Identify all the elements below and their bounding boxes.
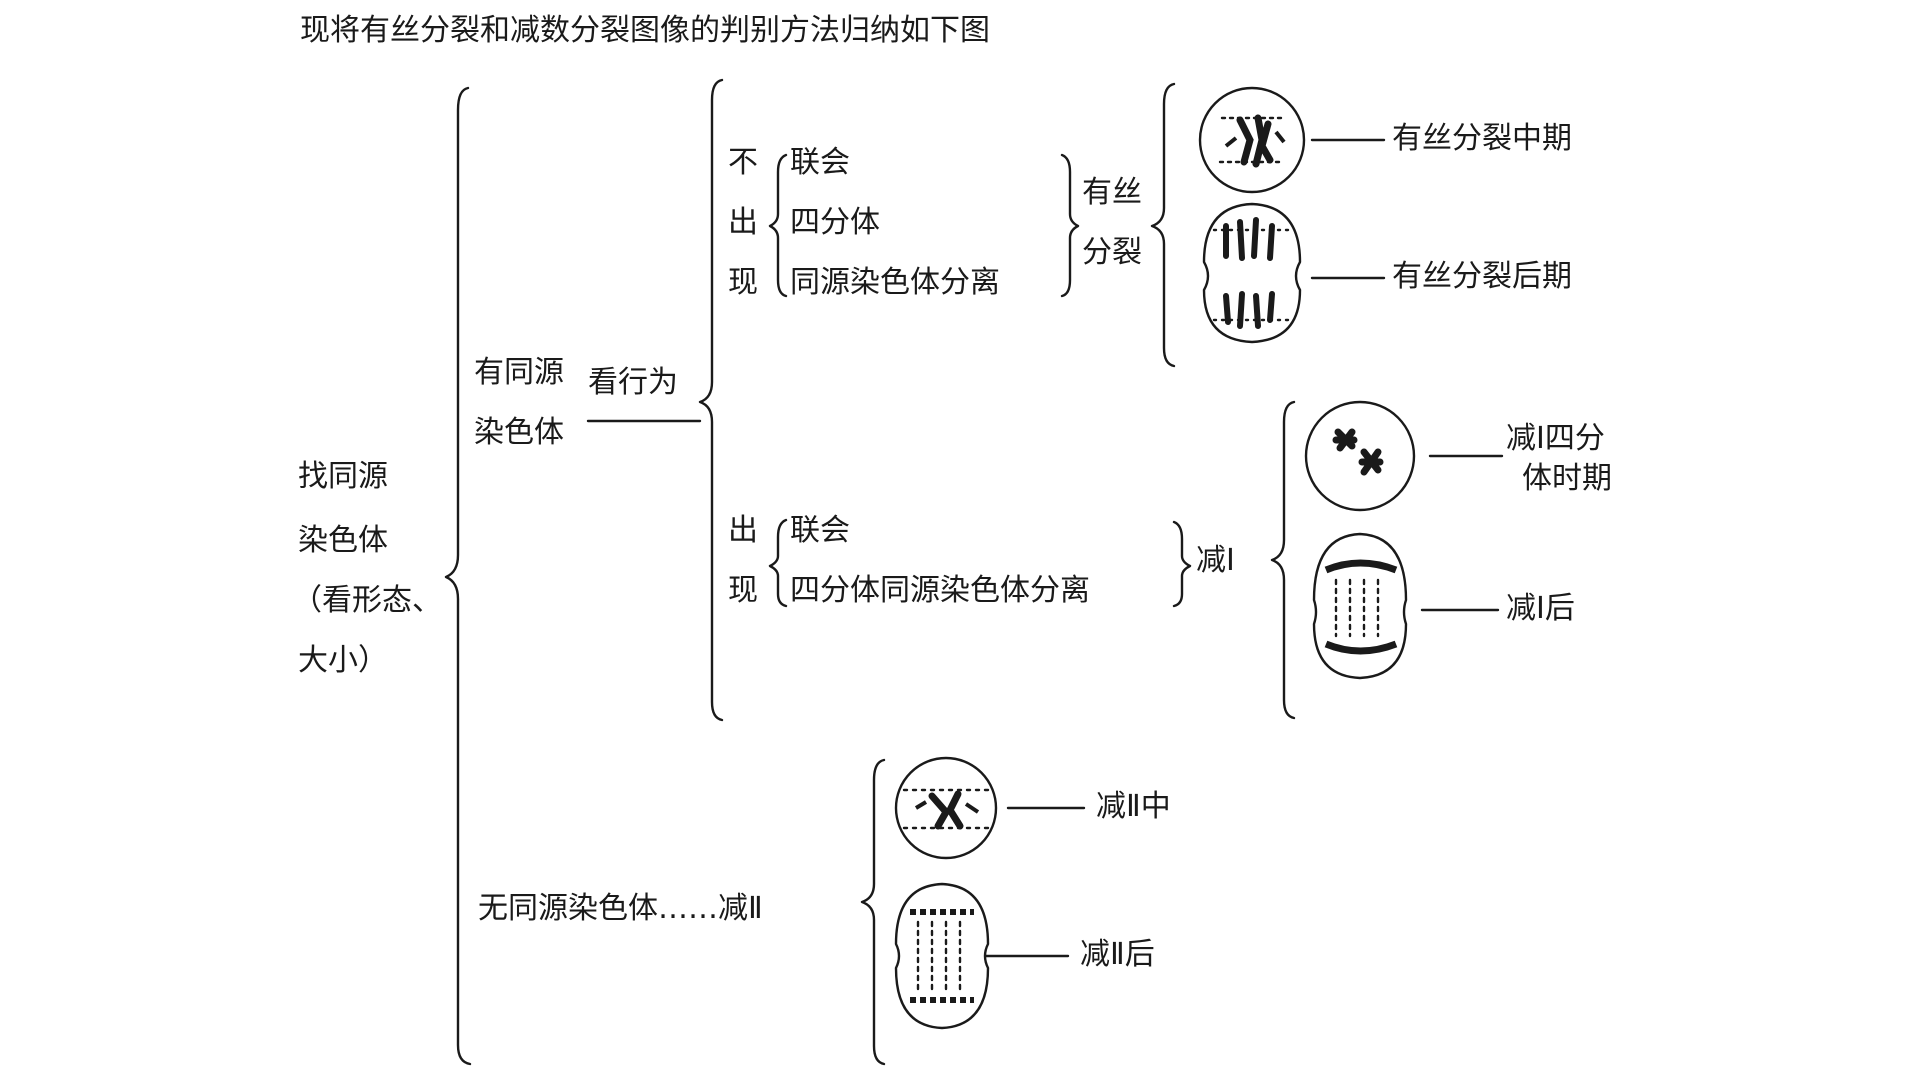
- mitosis-right-brace: [1060, 153, 1080, 298]
- has-homolog-line1: 有同源: [474, 355, 564, 390]
- meiosis2-cells-brace: [860, 758, 886, 1066]
- appear-item-tetrad-separation: 四分体同源染色体分离: [790, 573, 1090, 608]
- homolog-brace: [698, 78, 724, 722]
- has-homolog-line2: 染色体: [474, 415, 564, 450]
- label-mitosis-metaphase: 有丝分裂中期: [1392, 121, 1572, 156]
- root-label-line2: 染色体: [298, 523, 388, 558]
- meiosis1-right-brace: [1172, 520, 1192, 608]
- cell-meiosis2-anaphase: [894, 882, 990, 1030]
- label-meiosis1-tetrad-line2: 体时期: [1522, 461, 1612, 496]
- label-meiosis2-anaphase: 减Ⅱ后: [1080, 937, 1155, 972]
- no-homolog-label: 无同源染色体……减Ⅱ: [478, 891, 763, 926]
- root-brace: [444, 86, 472, 1066]
- cell-mitosis-metaphase: [1198, 86, 1306, 194]
- page-title: 现将有丝分裂和减数分裂图像的判别方法归纳如下图: [300, 13, 990, 48]
- meiosis1-result: 减Ⅰ: [1196, 543, 1235, 578]
- label-mitosis-anaphase: 有丝分裂后期: [1392, 259, 1572, 294]
- cell-mitosis-anaphase: [1202, 202, 1302, 344]
- not-appear-char-1: 不: [728, 145, 758, 180]
- appear-brace: [768, 518, 788, 608]
- label-meiosis1-tetrad-line1: 减Ⅰ四分: [1506, 421, 1605, 456]
- mitosis-result-line2: 分裂: [1082, 235, 1142, 270]
- appear-char-1: 出: [728, 513, 758, 548]
- label-meiosis1-anaphase: 减Ⅰ后: [1506, 591, 1575, 626]
- appear-char-2: 现: [728, 573, 758, 608]
- not-appear-char-2: 出: [728, 205, 758, 240]
- root-label-line4: 大小）: [298, 643, 388, 678]
- appear-item-synapsis: 联会: [790, 513, 850, 548]
- look-behavior-label: 看行为: [588, 365, 678, 400]
- root-label-line3: （看形态、: [292, 583, 442, 618]
- not-appear-brace: [768, 153, 788, 298]
- not-appear-char-3: 现: [728, 265, 758, 300]
- cell-meiosis2-metaphase: [894, 756, 998, 860]
- cell-meiosis1-tetrad: [1304, 400, 1416, 512]
- mitosis-cells-brace: [1150, 82, 1176, 368]
- not-appear-item-separation: 同源染色体分离: [790, 265, 1000, 300]
- mitosis-result-line1: 有丝: [1082, 175, 1142, 210]
- not-appear-item-synapsis: 联会: [790, 145, 850, 180]
- label-meiosis2-metaphase: 减Ⅱ中: [1096, 789, 1171, 824]
- root-label-line1: 找同源: [298, 459, 388, 494]
- cell-meiosis1-anaphase: [1312, 532, 1408, 680]
- not-appear-item-tetrad: 四分体: [790, 205, 880, 240]
- meiosis1-cells-brace: [1270, 400, 1296, 720]
